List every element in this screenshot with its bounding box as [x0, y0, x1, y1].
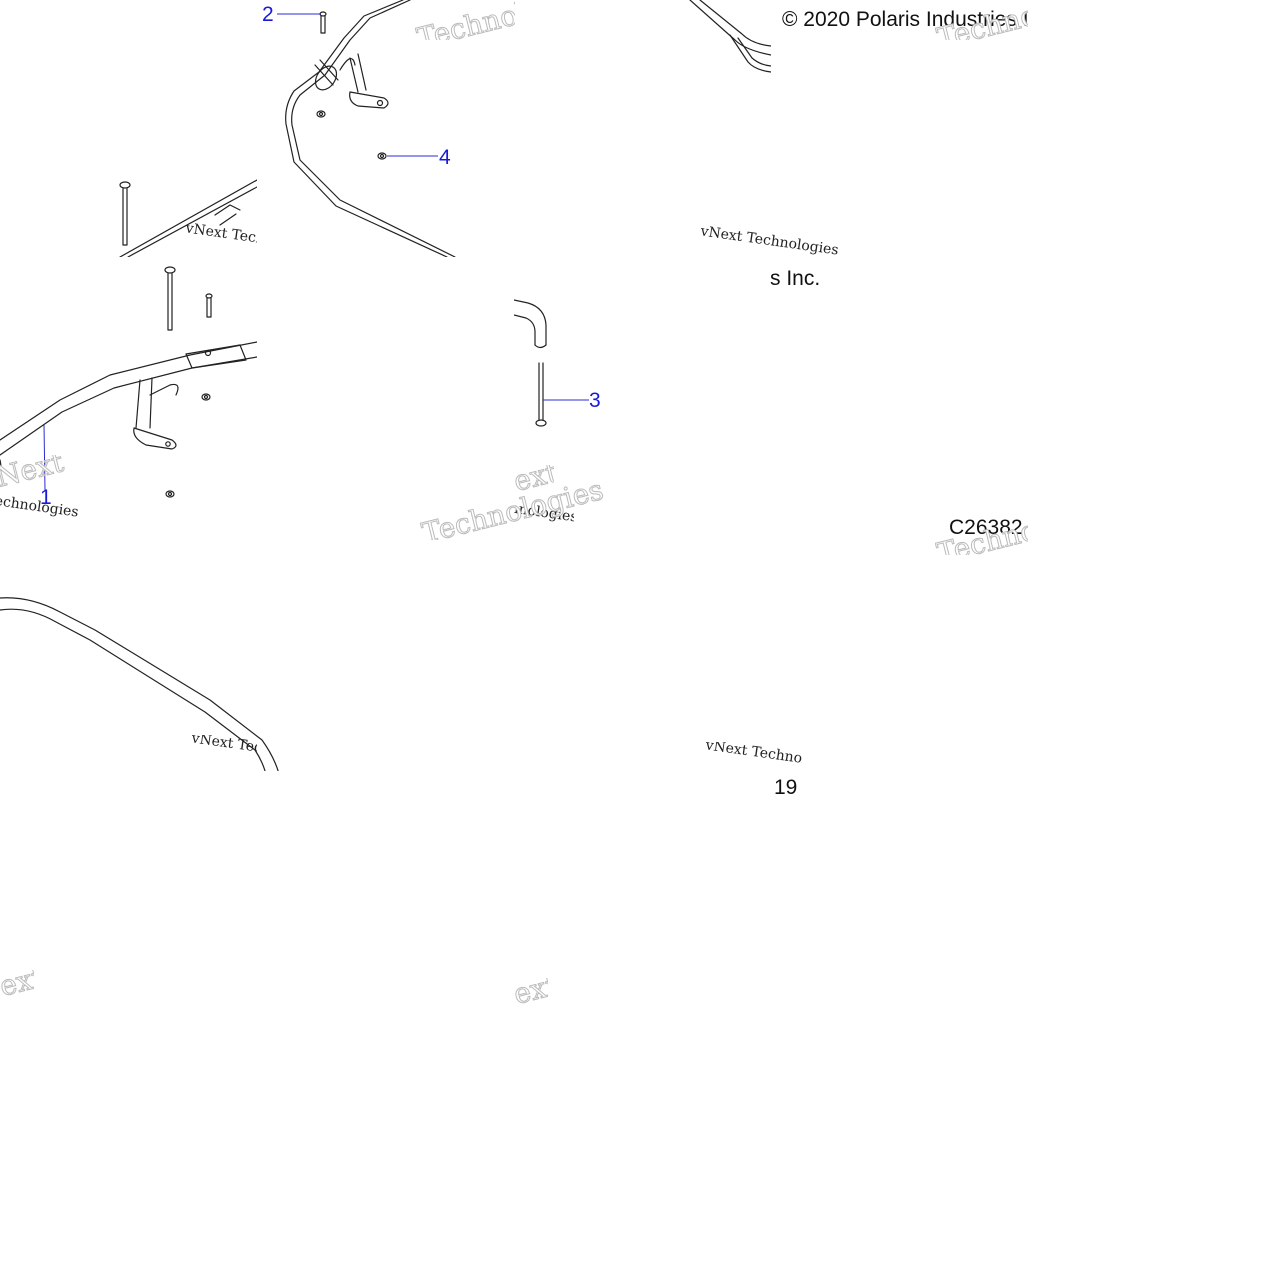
drawing-number: C26382 — [949, 516, 1023, 539]
page-number: 19 — [774, 776, 798, 799]
wm-clip-1: vNext Technologies — [180, 220, 257, 260]
callout-3: 3 — [589, 389, 601, 412]
drawing-number-clip: C26382 — [900, 510, 1028, 550]
wm-clip-2: vNext Technologies — [695, 225, 855, 270]
wm-clip-5: vNext Technologies — [188, 735, 257, 770]
callout-leaders — [43, 13, 589, 491]
wm-large-clip-1: Technologies — [415, 0, 515, 40]
watermark-large: vNext — [0, 970, 34, 1013]
watermark-text: vNext Technologies — [699, 225, 840, 259]
front-rail-section — [0, 266, 257, 498]
nut-4 — [377, 152, 387, 160]
wm-large-clip-6: vNext — [514, 465, 554, 505]
wm-large-clip-7: vNext — [0, 970, 34, 1030]
nut-top — [316, 110, 326, 118]
wm-clip-6: vNext Technologies — [702, 742, 802, 777]
watermark-large: vNext — [0, 455, 67, 498]
watermark-large: vNext — [514, 978, 548, 1021]
wm-large-clip-5: vNext — [0, 455, 100, 515]
watermark-large: Technologies — [935, 515, 1028, 555]
wm-large-clip-3: Technologies — [935, 0, 1028, 40]
copyright-clip: © 2020 Polaris Industries Inc. — [771, 0, 1028, 40]
watermark-large: Technologies — [415, 0, 515, 40]
watermark-large: Technologies — [935, 0, 1028, 40]
watermark-text: vNext Technologies — [184, 220, 257, 256]
copyright-tail: s Inc. — [770, 267, 821, 290]
callout-1: 1 — [40, 486, 52, 509]
screw-2 — [319, 11, 327, 34]
watermark-text: vNext Technologies — [190, 735, 257, 766]
lower-rail-section — [0, 597, 279, 771]
wm-large-clip-8: vNext — [514, 978, 548, 1033]
watermark-large: vNext — [514, 465, 554, 505]
watermark-text: vNext Technologies — [704, 742, 802, 773]
copyright-text: © 2020 Polaris Industries Inc. — [782, 8, 1028, 31]
callout-4: 4 — [439, 146, 451, 169]
bolt-top-left — [119, 179, 257, 257]
wm-large-clip-4: Technologies — [935, 515, 1028, 555]
rear-rail-section — [285, 0, 771, 257]
rail-end-and-bolt-3 — [514, 299, 547, 427]
callout-2: 2 — [262, 3, 274, 26]
